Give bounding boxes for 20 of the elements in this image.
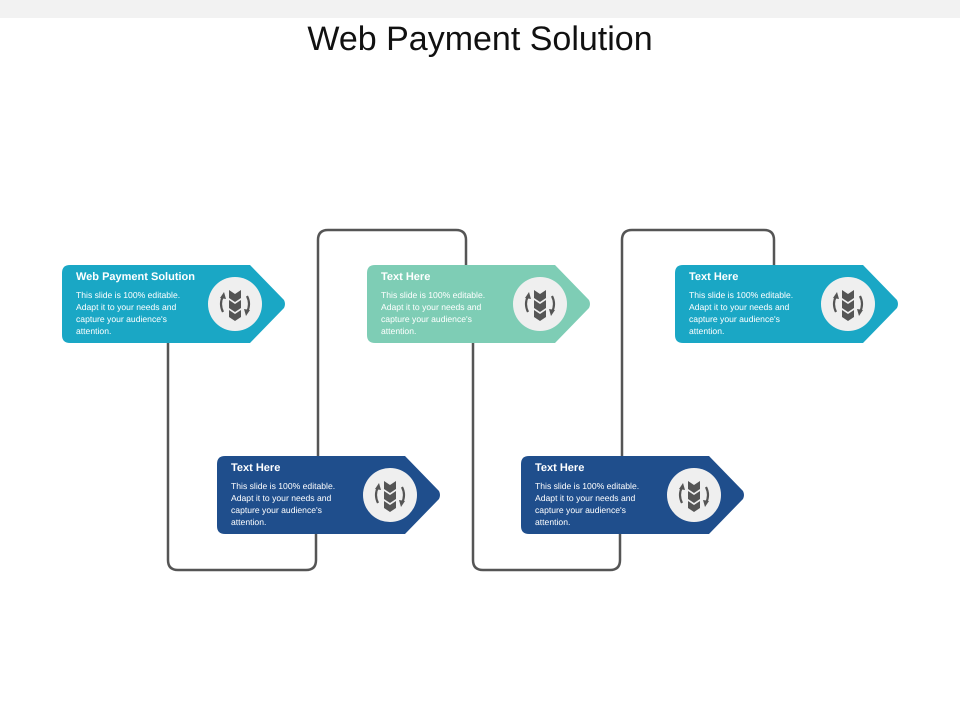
- arrow-card: [675, 265, 899, 343]
- card-text: This slide is 100% editable. Adapt it to your needs and capture your audience's attention.: [231, 480, 336, 528]
- connector-line: [166, 343, 318, 572]
- connector-line: [316, 228, 468, 456]
- arrow-card: [62, 265, 286, 343]
- arrow-card: [521, 456, 745, 534]
- connector-line: [472, 343, 622, 572]
- card-heading: Text Here: [381, 271, 430, 283]
- card-heading: Web Payment Solution: [76, 271, 195, 283]
- card-text: This slide is 100% editable. Adapt it to your needs and capture your audience's attention.: [535, 480, 640, 528]
- card-heading: Text Here: [689, 271, 738, 283]
- card-text: This slide is 100% editable. Adapt it to your needs and capture your audience's attention.: [689, 289, 794, 337]
- arrow-card: [217, 456, 441, 534]
- card-text: This slide is 100% editable. Adapt it to your needs and capture your audience's attention.: [381, 289, 486, 337]
- card-text: This slide is 100% editable. Adapt it to your needs and capture your audience's attention.: [76, 289, 182, 337]
- card-heading: Text Here: [231, 462, 280, 474]
- title: Web Payment Solution: [306, 20, 654, 59]
- card-heading: Text Here: [535, 462, 584, 474]
- connector-line: [620, 228, 776, 456]
- arrow-card: [367, 265, 591, 343]
